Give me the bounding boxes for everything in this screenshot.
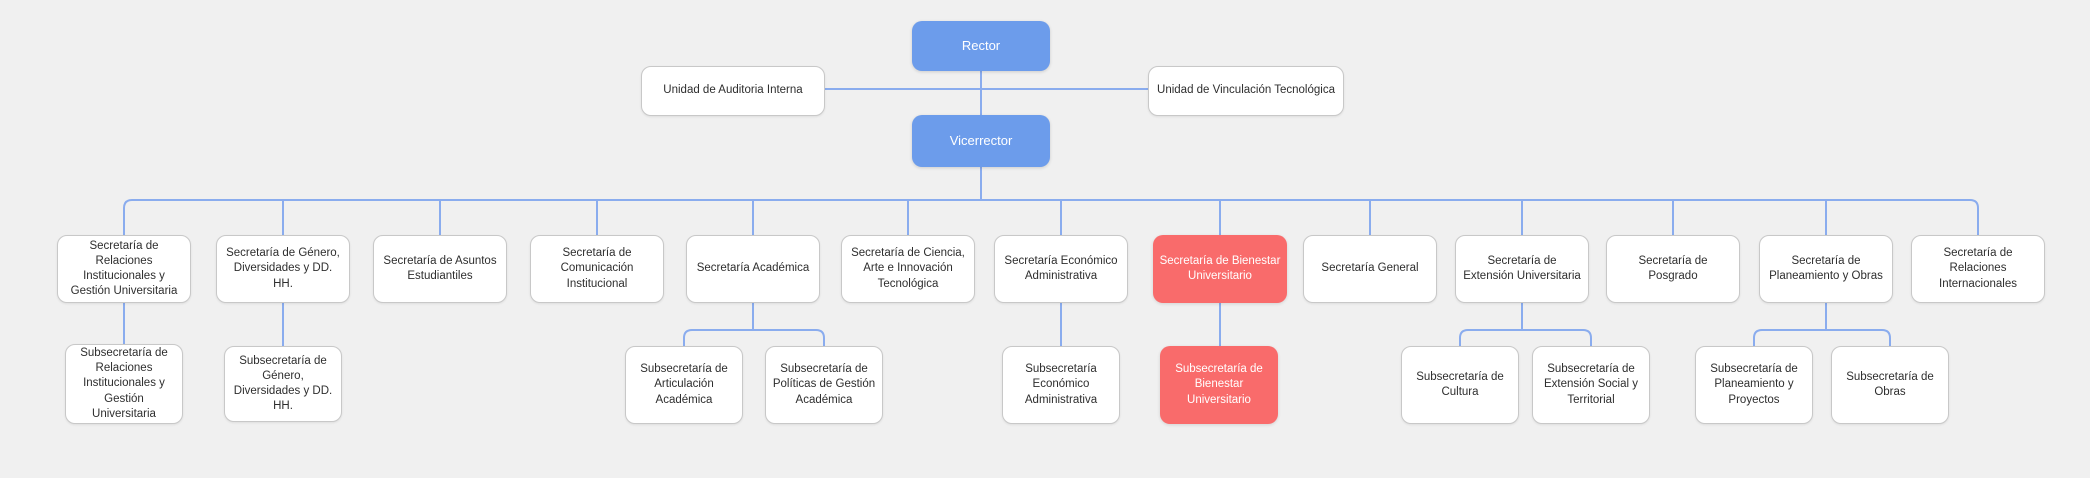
org-node-sub-bienestar[interactable]: Subsecretaría de Bienestar Universitario bbox=[1160, 346, 1278, 424]
org-node-ciencia[interactable]: Secretaría de Ciencia, Arte e Innovación… bbox=[841, 235, 975, 303]
org-node-sub-relaciones[interactable]: Subsecretaría de Relaciones Instituciona… bbox=[65, 344, 183, 424]
org-node-genero[interactable]: Secretaría de Género, Diversidades y DD.… bbox=[216, 235, 350, 303]
org-node-bienestar[interactable]: Secretaría de Bienestar Universitario bbox=[1153, 235, 1287, 303]
org-node-planeamiento[interactable]: Secretaría de Planeamiento y Obras bbox=[1759, 235, 1893, 303]
org-node-extension[interactable]: Secretaría de Extensión Universitaria bbox=[1455, 235, 1589, 303]
org-node-relaciones[interactable]: Secretaría de Relaciones Institucionales… bbox=[57, 235, 191, 303]
org-node-asuntos[interactable]: Secretaría de Asuntos Estudiantiles bbox=[373, 235, 507, 303]
org-node-economico[interactable]: Secretaría Económico Administrativa bbox=[994, 235, 1128, 303]
org-node-sub-genero[interactable]: Subsecretaría de Género, Diversidades y … bbox=[224, 346, 342, 422]
org-node-vicerrector[interactable]: Vicerrector bbox=[912, 115, 1050, 167]
connector-line bbox=[683, 329, 825, 346]
org-node-comunicacion[interactable]: Secretaría de Comunicación Institucional bbox=[530, 235, 664, 303]
org-node-internacionales[interactable]: Secretaría de Relaciones Internacionales bbox=[1911, 235, 2045, 303]
org-node-sub-politicas[interactable]: Subsecretaría de Políticas de Gestión Ac… bbox=[765, 346, 883, 424]
org-node-sub-planeamiento[interactable]: Subsecretaría de Planeamiento y Proyecto… bbox=[1695, 346, 1813, 424]
org-node-academica[interactable]: Secretaría Académica bbox=[686, 235, 820, 303]
connector-line bbox=[1753, 329, 1891, 346]
org-node-sub-extension-social[interactable]: Subsecretaría de Extensión Social y Terr… bbox=[1532, 346, 1650, 424]
org-node-sub-obras[interactable]: Subsecretaría de Obras bbox=[1831, 346, 1949, 424]
org-node-vinculacion[interactable]: Unidad de Vinculación Tecnológica bbox=[1148, 66, 1344, 116]
org-node-auditoria[interactable]: Unidad de Auditoria Interna bbox=[641, 66, 825, 116]
org-node-sub-economico[interactable]: Subsecretaría Económico Administrativa bbox=[1002, 346, 1120, 424]
connector-line bbox=[1459, 329, 1592, 346]
org-node-posgrado[interactable]: Secretaría de Posgrado bbox=[1606, 235, 1740, 303]
org-node-rector[interactable]: Rector bbox=[912, 21, 1050, 71]
org-node-general[interactable]: Secretaría General bbox=[1303, 235, 1437, 303]
connector-line bbox=[123, 199, 1979, 235]
org-node-sub-articulacion[interactable]: Subsecretaría de Articulación Académica bbox=[625, 346, 743, 424]
org-node-sub-cultura[interactable]: Subsecretaría de Cultura bbox=[1401, 346, 1519, 424]
